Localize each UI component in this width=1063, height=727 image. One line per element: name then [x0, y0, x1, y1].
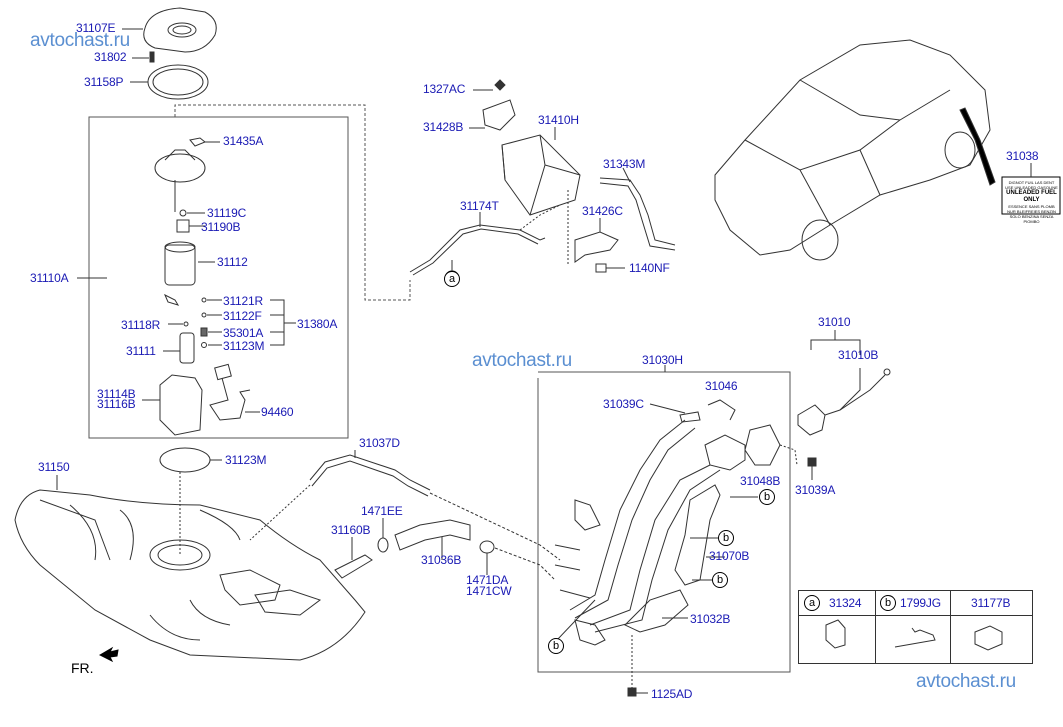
ref-marker-a: a — [444, 271, 460, 287]
part-label-31802[interactable]: 31802 — [94, 50, 127, 64]
part-label-31119C[interactable]: 31119C — [207, 206, 247, 220]
clamp-1471EE — [377, 537, 389, 553]
legend-part-31177B[interactable]: 31177B — [971, 596, 1011, 610]
watermark: avtochast.ru — [30, 30, 130, 51]
part-label-31116B[interactable]: 31116B — [97, 397, 136, 411]
part-label-31114B[interactable]: 31114B — [97, 387, 136, 401]
part-label-1471EE[interactable]: 1471EE — [361, 504, 403, 518]
part-label-31190B[interactable]: 31190B — [201, 220, 241, 234]
part-label-1125AD[interactable]: 1125AD — [651, 687, 693, 701]
part-label-31380A[interactable]: 31380A — [297, 317, 338, 331]
part-label-31158P[interactable]: 31158P — [84, 75, 124, 89]
tube-31160B — [334, 554, 373, 579]
part-label-31010B[interactable]: 31010B — [838, 348, 879, 362]
part-label-31036B[interactable]: 31036B — [421, 553, 462, 567]
heat-shield-31070B — [674, 484, 721, 586]
part-label-31032B[interactable]: 31032B — [690, 612, 731, 626]
part-label-31110A[interactable]: 31110A — [30, 271, 69, 285]
fuel-filter — [164, 244, 196, 286]
part-label-31160B[interactable]: 31160B — [331, 523, 371, 537]
part-label-31123M[interactable]: 31123M — [223, 339, 265, 353]
fuel-label-line: DIGNOT FUIL LAS DENT — [1008, 180, 1055, 185]
ref-marker-b: b — [548, 638, 564, 654]
filler-pipe — [569, 419, 696, 619]
part-label-31174T[interactable]: 31174T — [460, 199, 499, 213]
part-label-31343M[interactable]: 31343M — [603, 157, 646, 171]
car-illustration — [714, 39, 991, 256]
part-label-31037D[interactable]: 31037D — [359, 436, 400, 450]
lock-ring — [147, 64, 209, 100]
part-label-31121R[interactable]: 31121R — [223, 294, 263, 308]
fuel-pump — [179, 332, 195, 364]
legend-ref-b: b — [880, 595, 896, 611]
part-label-31048B[interactable]: 31048B — [740, 474, 781, 488]
part-label-31122F[interactable]: 31122F — [223, 309, 262, 323]
part-label-31030H[interactable]: 31030H — [642, 353, 683, 367]
clamp-1471DA — [479, 540, 495, 554]
fuel-label-line: ESSENCE SANS PLOMB — [1008, 204, 1055, 209]
legend-part-31324[interactable]: 31324 — [829, 596, 862, 610]
legend-divider — [950, 591, 951, 663]
front-arrow — [98, 646, 119, 663]
part-label-31046[interactable]: 31046 — [705, 379, 738, 393]
part-label-31428B[interactable]: 31428B — [423, 120, 464, 134]
part-label-1327AC[interactable]: 1327AC — [423, 82, 466, 96]
gasket-31048B — [744, 424, 781, 466]
part-label-1471CW[interactable]: 1471CW — [466, 584, 512, 598]
legend-icon-31177B — [974, 625, 1003, 651]
part-label-31038[interactable]: 31038 — [1006, 149, 1039, 163]
bracket-31428B — [482, 99, 516, 131]
part-label-31118R[interactable]: 31118R — [121, 318, 161, 332]
watermark: avtochast.ru — [472, 350, 572, 371]
fuel-label-line: UNLEADED FUEL ONLY — [1006, 190, 1057, 203]
part-label-94460[interactable]: 94460 — [261, 405, 294, 419]
part-label-31111[interactable]: 31111 — [126, 344, 156, 358]
pump-flange — [154, 153, 206, 183]
part-label-31039C[interactable]: 31039C — [603, 397, 644, 411]
part-label-31107E[interactable]: 31107E — [76, 21, 116, 35]
hose-31037D — [309, 454, 431, 497]
part-label-35301A[interactable]: 35301A — [223, 326, 264, 340]
fuel-label-line: NUR BLEIFREIES BENZIN — [1007, 209, 1056, 214]
part-label-1471DA[interactable]: 1471DA — [466, 573, 509, 587]
legend-divider — [799, 615, 1032, 616]
hose-31036B — [394, 519, 471, 551]
fuel-label-text: DIGNOT FUIL LAS DENT USE UNLEADED GASOLI… — [1004, 180, 1059, 224]
legend-ref-a: a — [804, 595, 820, 611]
dashed-leader — [174, 104, 411, 301]
reservoir-cup — [159, 374, 203, 436]
part-label-31426C[interactable]: 31426C — [582, 204, 623, 218]
fuel-tank — [14, 489, 366, 661]
legend-part-1799JG[interactable]: 1799JG — [900, 596, 941, 610]
legend-icon-31324 — [825, 619, 846, 649]
part-label-1140NF[interactable]: 1140NF — [629, 261, 670, 275]
fuel-cap — [797, 404, 826, 436]
bracket-31032B — [624, 589, 689, 633]
ref-marker-b: b — [759, 489, 775, 505]
tank-opening — [149, 539, 211, 571]
part-label-31123M[interactable]: 31123M — [225, 453, 267, 467]
fuel-label-line: SOLO BENZINA SENZA PIOMBO — [1009, 214, 1054, 224]
pump-cover — [143, 7, 217, 53]
part-label-31435A[interactable]: 31435A — [223, 134, 264, 148]
part-label-31150[interactable]: 31150 — [38, 460, 70, 474]
part-label-31039A[interactable]: 31039A — [795, 483, 836, 497]
ref-marker-b: b — [712, 572, 728, 588]
fuel-label-line: USE UNLEADED GASOLINE — [1005, 185, 1058, 190]
legend-table: a 31324 b 1799JG 31177B — [798, 590, 1033, 664]
watermark: avtochast.ru — [916, 671, 1016, 692]
part-label-31410H[interactable]: 31410H — [538, 113, 579, 127]
part-label-31112[interactable]: 31112 — [217, 255, 248, 269]
bracket-31426C — [574, 231, 619, 263]
filler-neck-box — [537, 371, 791, 673]
legend-divider — [875, 591, 876, 663]
front-direction-label: FR. — [71, 660, 94, 676]
legend-icon-1799JG — [894, 627, 936, 648]
part-label-31010[interactable]: 31010 — [818, 315, 851, 329]
hose-31343M — [599, 177, 676, 251]
ref-marker-b: b — [718, 530, 734, 546]
part-label-31070B[interactable]: 31070B — [709, 549, 750, 563]
